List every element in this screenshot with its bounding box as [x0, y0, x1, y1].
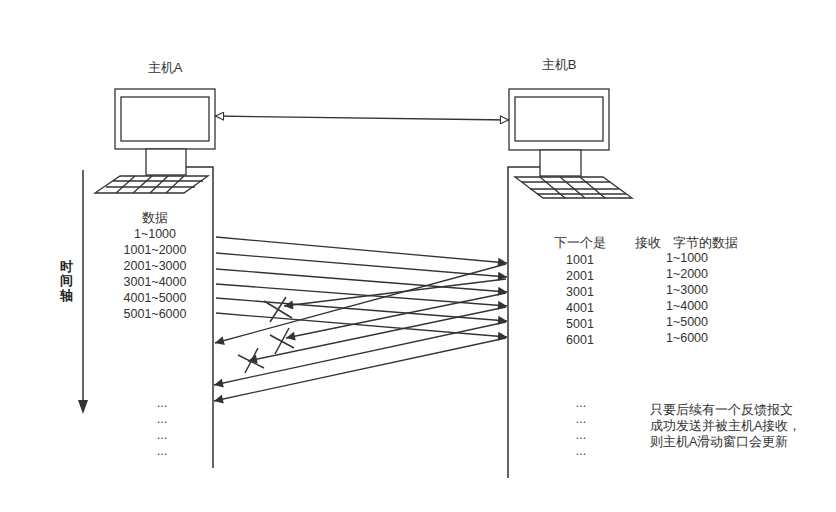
keyboard-key-line: [166, 176, 184, 193]
loss-cross: [245, 348, 258, 373]
keyboard-key-line: [116, 176, 135, 193]
link-arrow: [215, 116, 509, 120]
keyboard-key-line: [133, 176, 152, 193]
byte-range: 2001~3000: [124, 258, 187, 274]
ack-arrow: [284, 279, 506, 306]
loss-marks: [238, 297, 294, 373]
computer-icon: [509, 89, 632, 198]
loss-cross: [275, 328, 289, 354]
byte-range: 3001~4000: [124, 274, 187, 290]
screen: [121, 97, 209, 141]
column-header: 数据: [142, 210, 168, 226]
time-axis: [82, 170, 84, 402]
host-name: 主机B: [509, 55, 609, 75]
next-byte: 6001: [566, 332, 594, 348]
ellipsis: ...: [157, 411, 167, 427]
data-arrow: [216, 269, 507, 292]
host-computer: 主机A: [115, 58, 215, 150]
screen: [515, 97, 603, 141]
ellipsis: ...: [157, 395, 167, 411]
keyboard-key-line: [560, 177, 585, 198]
received-range: 1~1000: [666, 250, 708, 266]
ack-segments: [214, 264, 506, 401]
ellipsis: ...: [157, 427, 167, 443]
computer-icon: [95, 89, 215, 193]
time-axis-arrowhead: [78, 400, 88, 414]
received-range: 1~6000: [666, 330, 708, 346]
monitor-stand: [540, 150, 581, 176]
ellipsis: ...: [576, 443, 586, 459]
byte-range: 4001~5000: [124, 290, 187, 306]
axis-label: 时间轴: [60, 260, 73, 303]
column-header: 下一个是: [554, 235, 606, 251]
host-a-timeline: [186, 167, 213, 468]
timelines: [83, 167, 540, 478]
data-segments: [216, 237, 507, 337]
monitor-stand: [146, 149, 186, 175]
ack-arrow: [214, 322, 506, 385]
data-arrow: [216, 237, 507, 263]
ellipsis: ...: [576, 411, 586, 427]
column-header: 字节的数据: [673, 235, 738, 251]
byte-range: 5001~6000: [124, 306, 187, 322]
column-header: 接收: [635, 235, 661, 251]
next-byte: 3001: [566, 284, 594, 300]
next-byte: 4001: [566, 300, 594, 316]
keyboard-key-line: [150, 176, 168, 193]
note: 只要后续有一个反馈报文 成功发送并被主机A接收， 则主机A滑动窗口会更新: [650, 402, 806, 450]
monitor: [115, 89, 215, 149]
received-range: 1~2000: [666, 266, 708, 282]
ack-arrow: [286, 293, 506, 338]
next-byte: 1001: [566, 252, 594, 268]
data-arrow: [216, 313, 507, 337]
received-range: 1~5000: [666, 314, 708, 330]
monitor: [509, 89, 609, 150]
host-computer: 主机B: [509, 55, 609, 150]
keyboard-key-line: [540, 177, 565, 198]
data-arrow: [216, 253, 507, 277]
host-b-timeline: [508, 167, 540, 478]
loss-cross: [270, 297, 286, 322]
ellipsis: ...: [576, 427, 586, 443]
keyboard-key-line: [580, 177, 605, 198]
host-name: 主机A: [115, 58, 215, 78]
ellipsis: ...: [157, 443, 167, 459]
byte-range: 1~1000: [134, 226, 176, 242]
next-byte: 2001: [566, 268, 594, 284]
received-range: 1~4000: [666, 298, 708, 314]
received-range: 1~3000: [666, 282, 708, 298]
keyboard-key-line: [113, 180, 203, 181]
byte-range: 1001~2000: [124, 242, 187, 258]
next-byte: 5001: [566, 316, 594, 332]
ack-arrow: [214, 338, 506, 401]
ellipsis: ...: [576, 395, 586, 411]
keyboard: [515, 177, 632, 198]
keyboard: [95, 176, 208, 193]
keyboard-key-line: [106, 186, 195, 187]
